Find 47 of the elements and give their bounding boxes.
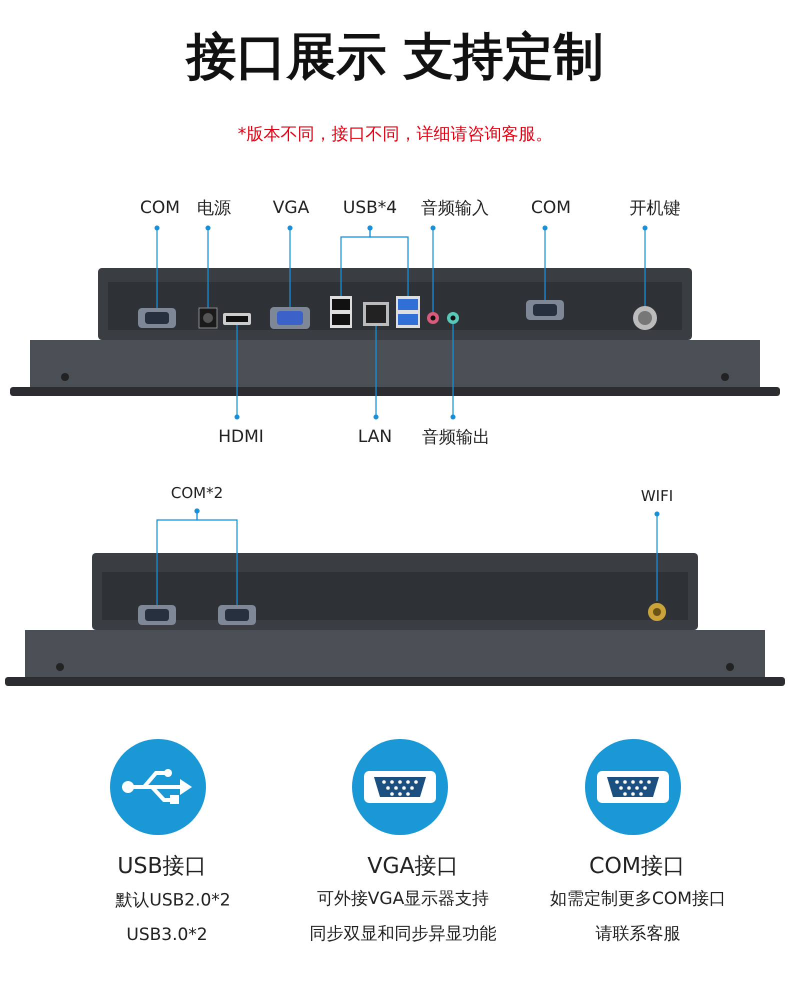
feature-text: 可外接VGA显示器支持同步双显和同步异显功能 (310, 888, 496, 946)
page-title: 接口展示 支持定制 (186, 26, 604, 88)
hdmi-port (223, 313, 251, 325)
feature-title: VGA接口 (367, 853, 459, 881)
audio-jack (447, 312, 459, 324)
leader-line (234, 325, 240, 420)
audio-jack (427, 312, 439, 324)
leader-line (542, 226, 548, 300)
feature-title: USB接口 (117, 853, 207, 881)
serial-port (138, 308, 176, 328)
vga-port (270, 307, 310, 329)
power-button (633, 306, 657, 330)
port-label: 音频输出 (422, 426, 490, 448)
power-jack (198, 308, 218, 328)
leader-line (654, 512, 660, 601)
leader-line (430, 226, 436, 312)
port-label: COM (531, 198, 571, 218)
serial-port (138, 605, 176, 625)
usb-port (330, 296, 352, 328)
port-label: HDMI (218, 427, 264, 447)
port-label: LAN (358, 427, 392, 447)
usb-port (396, 296, 420, 328)
port-label: 音频输入 (421, 196, 489, 220)
leader-line (154, 226, 160, 308)
port-label: COM (140, 198, 180, 218)
serial-port (218, 605, 256, 625)
port-label: VGA (272, 198, 310, 218)
port-label: 电源 (197, 196, 231, 220)
port-label: WIFI (640, 487, 674, 505)
lan-port (363, 302, 389, 326)
leader-line (194, 508, 238, 605)
port-label: 开机键 (630, 196, 680, 220)
feature-title: COM接口 (589, 853, 685, 881)
feature-text: 如需定制更多COM接口请联系客服 (550, 888, 726, 946)
leader-line (450, 324, 456, 420)
antenna-connector (648, 603, 666, 621)
leader-line (206, 226, 210, 308)
port-label: COM*2 (170, 484, 224, 502)
feature-text: 默认USB2.0*2 (115, 890, 231, 912)
leader-line (374, 326, 378, 420)
feature-text: USB3.0*2 (126, 925, 208, 945)
port-label: USB*4 (342, 198, 398, 218)
leader-line (642, 226, 648, 306)
leader-line (368, 226, 409, 296)
notice-text: *版本不同，接口不同，详细请咨询客服。 (238, 124, 552, 146)
leader-line (288, 226, 292, 307)
serial-port (526, 300, 564, 320)
